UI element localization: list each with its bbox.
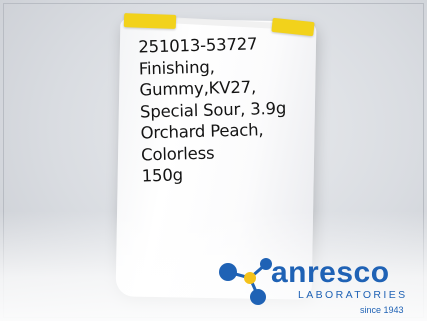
molecule-logo-icon: [219, 258, 272, 305]
bottom-fade: [0, 211, 427, 321]
logo-wordmark: anresco: [271, 256, 390, 289]
logo-subtitle: LABORATORIES: [298, 289, 408, 301]
logo-since-text: since 1943: [360, 305, 404, 315]
anresco-watermark: anresco LABORATORIES since 1943: [214, 250, 424, 318]
yellow-seal-left: [123, 13, 177, 29]
handwritten-label: 251013-53727 Finishing, Gummy,KV27, Spec…: [138, 32, 332, 187]
